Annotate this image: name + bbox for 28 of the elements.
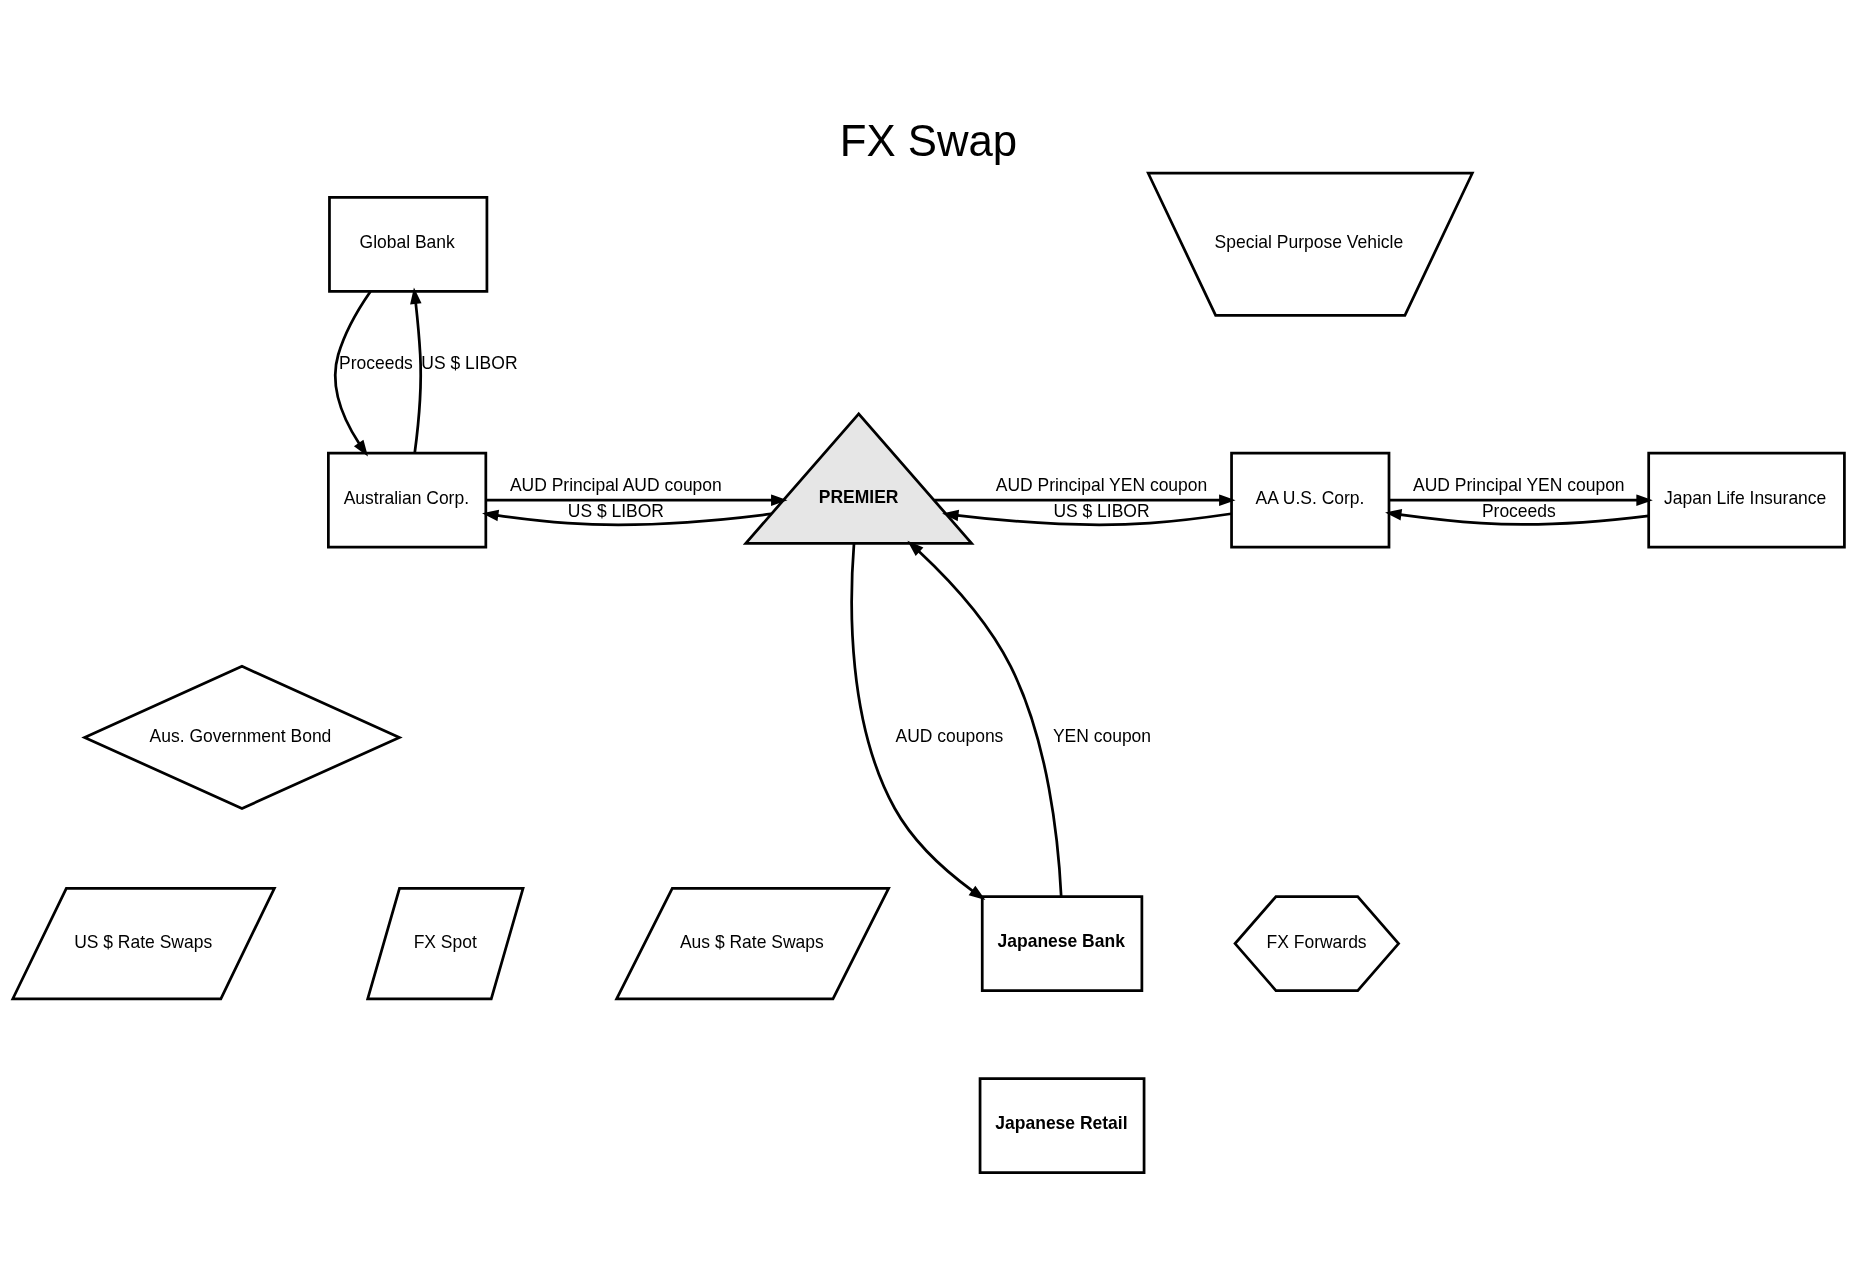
edge-label: US $ LIBOR xyxy=(421,352,518,373)
node-box: AA U.S. Corp. xyxy=(1230,451,1391,549)
edge-label: AUD Principal YEN coupon xyxy=(995,474,1208,495)
arrow xyxy=(486,493,788,506)
edge-label: YEN coupon xyxy=(1052,725,1152,746)
edge-label: AUD coupons xyxy=(895,725,1004,746)
edge-label: Proceeds xyxy=(1481,500,1556,521)
arrow xyxy=(410,287,423,453)
arrow xyxy=(333,290,372,457)
node-box: Australian Corp. xyxy=(327,451,488,549)
edge-label: US $ LIBOR xyxy=(1053,500,1150,521)
arrow xyxy=(934,493,1236,506)
node-box: Japanese Bank xyxy=(980,894,1144,992)
arrow xyxy=(1389,493,1653,506)
node-diamond: Aus. Government Bond xyxy=(81,664,403,810)
arrow xyxy=(482,509,772,526)
edge-label: AUD Principal AUD coupon xyxy=(509,474,722,495)
edge-label: Proceeds xyxy=(339,352,413,373)
arrow xyxy=(1385,508,1649,526)
arrow xyxy=(850,542,986,900)
node-box: Global Bank xyxy=(328,195,489,293)
node-box: Japan Life Insurance xyxy=(1647,451,1846,549)
edge-label: US $ LIBOR xyxy=(567,500,664,521)
edge-label: AUD Principal YEN coupon xyxy=(1413,474,1625,495)
arrow xyxy=(942,509,1232,526)
diagram-title: FX Swap xyxy=(839,115,1018,165)
node-box: Japanese Retail xyxy=(978,1076,1146,1174)
arrow xyxy=(907,540,1063,897)
